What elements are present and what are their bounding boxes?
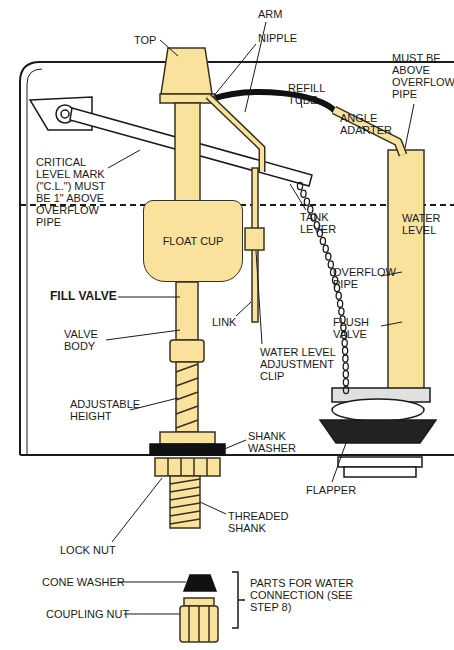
part-label: THREADED SHANK [228, 510, 294, 534]
float-cup: FLOAT CUP [143, 200, 243, 282]
leader-line [108, 150, 140, 168]
chain-link [297, 182, 302, 189]
leader-line [160, 40, 178, 56]
shank-washer [150, 444, 225, 455]
part-label: OVERFLOW PIPE [333, 266, 383, 290]
part-label: TANK LEVER [300, 211, 346, 235]
part-label: MUST BE ABOVE OVERFLOW PIPE [392, 52, 452, 100]
threaded-shank [170, 476, 200, 528]
chain-link [338, 300, 343, 307]
part-label: SHANK WASHER [248, 430, 308, 454]
leader-line [124, 614, 180, 615]
chain-link [339, 308, 344, 315]
part-label: LOCK NUT [60, 544, 116, 556]
leader-line [236, 302, 251, 316]
flapper-top [332, 399, 424, 421]
leader-line [213, 44, 256, 97]
angle-adapter-outline [334, 110, 403, 155]
flapper [320, 420, 436, 443]
leader-line [200, 502, 226, 514]
flush-valve-base [320, 388, 436, 477]
height-collar [170, 340, 204, 362]
part-label: COUPLING NUT [46, 608, 129, 620]
valve-shaft [175, 103, 200, 201]
part-label: ARM [258, 8, 282, 20]
overflow-pipe [388, 150, 424, 395]
nut-ridges [168, 458, 207, 476]
chain-link [343, 355, 348, 362]
part-label: CRITICAL LEVEL MARK ("C.L.") MUST BE 1" … [36, 156, 122, 228]
chain-link [343, 363, 348, 370]
leader-line [112, 478, 162, 542]
valve-thread [338, 457, 422, 467]
tank-wall [20, 62, 454, 455]
part-label: FILL VALVE [50, 290, 117, 302]
leader-line [381, 272, 402, 276]
part-label: TOP [134, 34, 156, 46]
spiral-thread [176, 364, 198, 428]
tank-bottom [20, 454, 454, 456]
part-label: ADJUSTABLE HEIGHT [70, 398, 132, 422]
part-label: WATER LEVEL [402, 212, 452, 236]
leader-lines [106, 22, 414, 614]
water-connection-parts [180, 572, 245, 642]
fill-valve [150, 48, 264, 528]
chain-link [304, 198, 309, 205]
chain-link [343, 347, 348, 354]
chain-link [342, 339, 347, 346]
shank-thread [170, 479, 200, 524]
leader-line [332, 443, 346, 482]
leader-line [222, 440, 246, 450]
part-label: ANGLE ADAPTER [340, 112, 396, 136]
chain-link [328, 261, 333, 268]
chain-link [320, 237, 325, 244]
node-text: FLOAT CUP [163, 235, 224, 247]
leader-line [290, 184, 306, 210]
bracket [232, 572, 245, 628]
chain-link [323, 245, 328, 252]
part-label: NIPPLE [258, 32, 297, 44]
chain-link [326, 253, 331, 260]
leader-line [381, 322, 402, 326]
part-label: WATER LEVEL ADJUSTMENT CLIP [260, 346, 352, 382]
part-label: PARTS FOR WATER CONNECTION (SEE STEP 8) [250, 577, 368, 613]
valve-flange [160, 432, 215, 444]
chain-link [343, 371, 348, 378]
part-label: REFILL TUBE [288, 82, 328, 106]
leader-line [256, 251, 262, 344]
tube [212, 92, 336, 112]
pipe-body [388, 150, 424, 395]
handle-nut-hole [61, 110, 69, 118]
part-label: FLAPPER [306, 484, 356, 496]
chain-link [343, 379, 348, 386]
valve-top [161, 48, 212, 94]
chain-link [301, 190, 306, 197]
leader-line [118, 582, 186, 583]
tank-wall-inner [27, 69, 42, 455]
part-label: LINK [212, 316, 236, 328]
arm [208, 96, 262, 172]
valve-nut [344, 467, 416, 477]
coupling-nut-top [184, 598, 214, 606]
coupling-ridges [189, 606, 209, 642]
cone-washer [184, 575, 216, 591]
arm-outline [208, 96, 262, 172]
lock-nut [155, 458, 220, 476]
chain-link [336, 292, 341, 299]
leader-line [130, 398, 178, 410]
valve-body [176, 282, 198, 340]
part-label: VALVE BODY [64, 328, 108, 352]
adjustment-clip [245, 228, 264, 250]
part-label: CONE WASHER [42, 576, 125, 588]
leader-line [405, 104, 414, 148]
toilet-tank [20, 62, 454, 455]
leader-line [106, 330, 180, 340]
adjustable-section [176, 362, 198, 432]
coupling-nut [180, 606, 218, 642]
chain-link [343, 386, 348, 393]
angle-adapter [334, 110, 403, 155]
leader-line [118, 297, 180, 298]
part-label: FLUSH VALVE [333, 316, 383, 340]
